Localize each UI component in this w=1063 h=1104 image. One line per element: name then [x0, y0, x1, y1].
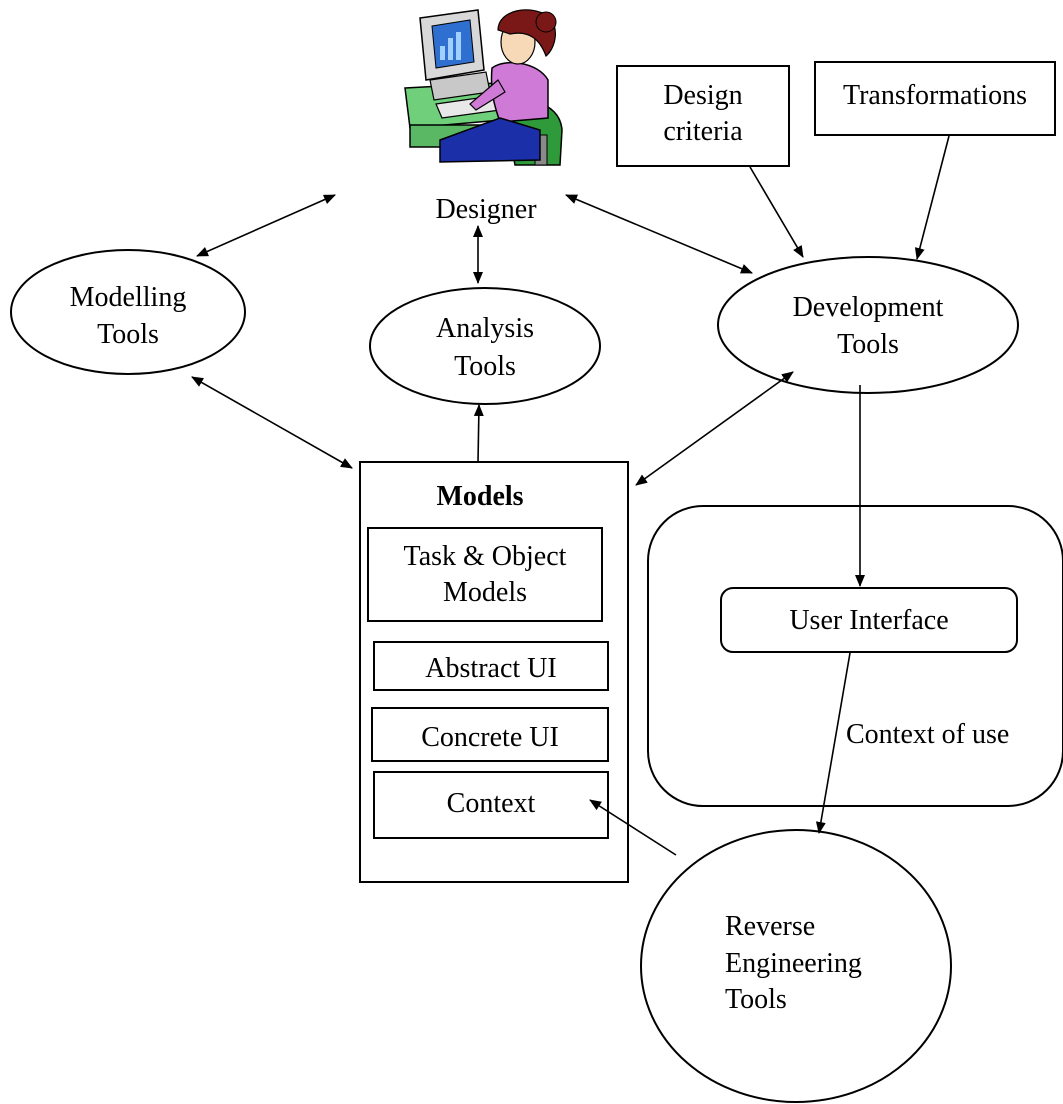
modelling-tools-line-2: Tools [97, 319, 159, 350]
models-title: Models [436, 481, 523, 512]
task-object-models-line-2: Models [443, 577, 527, 608]
reverse-engineering-line-2: Engineering [725, 948, 862, 979]
arrow-models-analysis [473, 404, 484, 463]
person-at-computer-icon [404, 9, 563, 166]
context-of-use-label: Context of use [846, 719, 1009, 750]
concrete-ui-label: Concrete UI [421, 722, 559, 753]
user-interface-label: User Interface [789, 605, 948, 636]
analysis-tools-node: Analysis Tools [369, 287, 601, 405]
concrete-ui-box [371, 707, 609, 762]
reverse-engineering-tools-node: Reverse Engineering Tools [640, 829, 952, 1103]
transformations-label: Transformations [843, 80, 1027, 111]
modelling-tools-line-1: Modelling [70, 282, 187, 313]
design-criteria-line-1: Design [663, 80, 742, 111]
modelling-tools-node: Modelling Tools [10, 249, 246, 375]
arrow-criteria-development [749, 166, 804, 258]
task-object-models-line-1: Task & Object [404, 541, 567, 572]
transformations-box: Transformations [814, 61, 1056, 136]
reverse-engineering-line-3: Tools [725, 984, 787, 1015]
task-object-models-box [367, 527, 603, 622]
abstract-ui-label: Abstract UI [425, 653, 556, 684]
arrow-designer-development [565, 194, 753, 274]
arrow-designer-modelling [196, 194, 336, 257]
arrow-ui-reverse [815, 652, 851, 834]
designer-label: Designer [435, 194, 537, 225]
context-box [373, 771, 609, 839]
arrow-transformations-development [914, 135, 950, 260]
design-criteria-box: Design criteria [616, 65, 790, 167]
design-criteria-line-2: criteria [663, 116, 743, 147]
connectors [191, 135, 950, 856]
context-label: Context [447, 788, 536, 819]
analysis-tools-line-1: Analysis [436, 313, 534, 344]
analysis-tools-line-2: Tools [454, 351, 516, 382]
arrow-modelling-models [191, 376, 353, 469]
context-of-use-region [647, 505, 1063, 807]
reverse-engineering-line-1: Reverse [725, 911, 815, 942]
arrow-models-development [635, 371, 794, 486]
models-container: Models Task & Object Models Abstract UI … [359, 461, 629, 883]
development-tools-line-1: Development [793, 292, 944, 323]
arrow-reverse-models [589, 799, 677, 856]
development-tools-line-2: Tools [837, 329, 899, 360]
development-tools-node: Development Tools [717, 256, 1019, 394]
user-interface-box: User Interface [720, 587, 1018, 653]
abstract-ui-box [373, 641, 609, 691]
